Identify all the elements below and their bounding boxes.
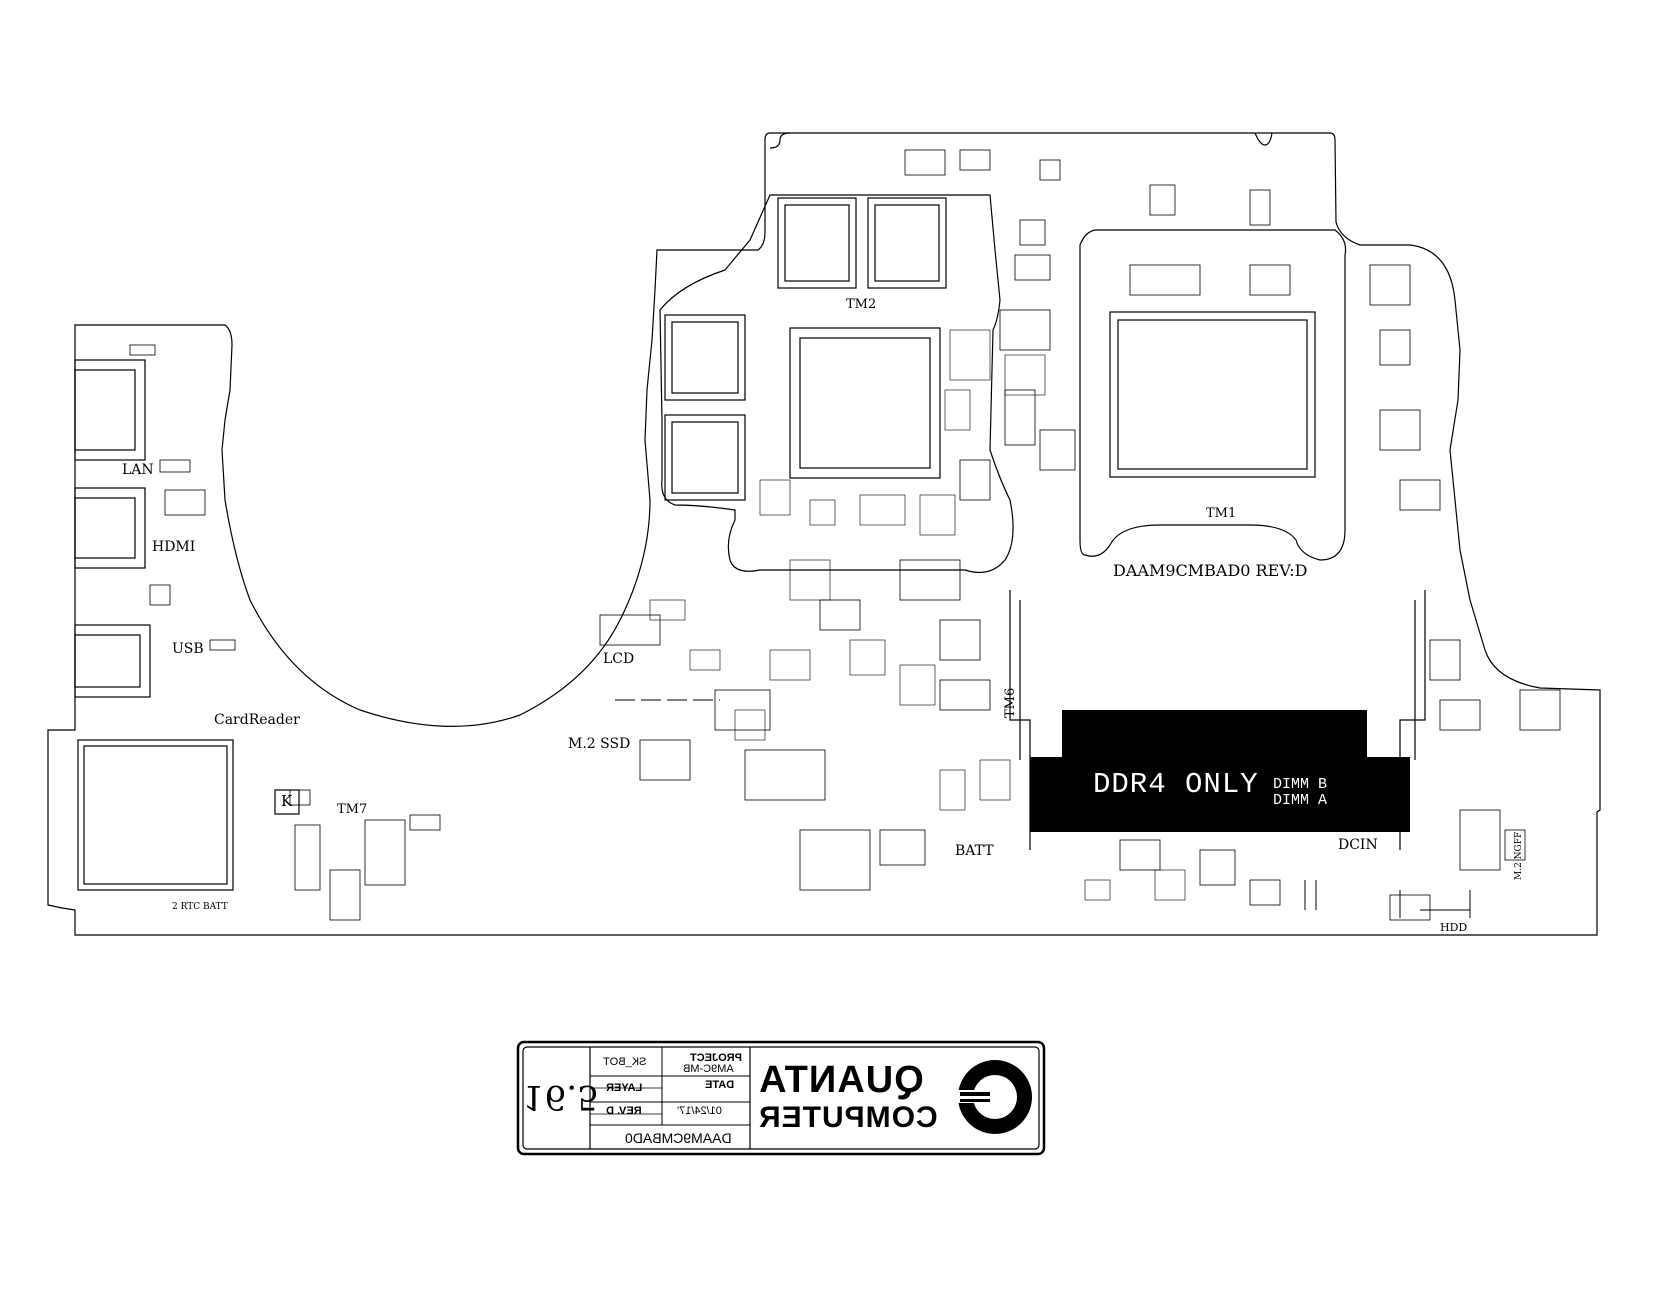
vram-chip-1	[777, 197, 857, 289]
company-line1: QUANTA	[758, 1059, 924, 1101]
project-value: AM9C-MB	[683, 1063, 734, 1075]
company-line2: COMPUTER	[758, 1101, 938, 1134]
hdd-label: HDD	[1440, 921, 1468, 934]
m2-ngff-label: M.2 NGFF	[1514, 831, 1524, 880]
board-outline	[47, 132, 1601, 936]
mount-hole-left	[769, 132, 791, 149]
board-id-label: DAAM9CMBAD0 REV:D	[1113, 561, 1308, 580]
usb-connector	[74, 624, 151, 698]
batt-label: BATT	[955, 843, 994, 859]
title-block-outer	[516, 1040, 1046, 1156]
key-mark-box	[274, 789, 300, 815]
cpu-chip	[1109, 311, 1316, 478]
quanta-logo-icon	[958, 1060, 1032, 1134]
key-mark-label: K	[281, 792, 293, 810]
rev-label: REV. D	[606, 1105, 642, 1117]
sheet-number: 16.5	[523, 1077, 599, 1117]
dimm-a-label: DIMM A	[1273, 792, 1328, 809]
m2-ssd-label: M.2 SSD	[568, 736, 631, 752]
mount-hole-right	[1254, 132, 1273, 146]
dimm-b-label: DIMM B	[1273, 776, 1328, 793]
ddr4-only-label: DDR4 ONLY	[1093, 768, 1259, 801]
dcin-label: DCIN	[1338, 837, 1378, 853]
date-value: 01/24/17'	[677, 1105, 722, 1117]
hdmi-label: HDMI	[152, 539, 196, 555]
tm1-outline	[1079, 229, 1347, 561]
layer-label: LAYER	[606, 1082, 643, 1094]
date-label: DATE	[705, 1079, 735, 1091]
lcd-label: LCD	[603, 651, 635, 667]
usb-label: USB	[172, 641, 204, 657]
ddr4-lower-block	[1030, 757, 1410, 832]
tm2-label: TM2	[846, 297, 877, 312]
gpu-chip	[789, 327, 941, 479]
tm6-label: TM6	[1003, 687, 1018, 718]
board-code: DAAM9CMBAD0	[625, 1130, 732, 1146]
ddr4-upper-block	[1062, 710, 1367, 762]
tm1-label: TM1	[1206, 506, 1237, 521]
vram-chip-3	[664, 314, 746, 401]
card-reader-label: CardReader	[214, 712, 300, 728]
ddr4-notch-left	[1030, 757, 1070, 762]
card-reader-slot	[77, 739, 234, 891]
tm7-label: TM7	[337, 802, 368, 817]
vram-chip-2	[867, 197, 947, 289]
tm2-outline	[659, 194, 1014, 573]
rtc-batt-label: 2 RTC BATT	[172, 902, 228, 912]
vram-chip-4	[664, 414, 746, 501]
layer-value: SK_BOT	[603, 1056, 647, 1068]
lan-label: LAN	[122, 462, 154, 478]
